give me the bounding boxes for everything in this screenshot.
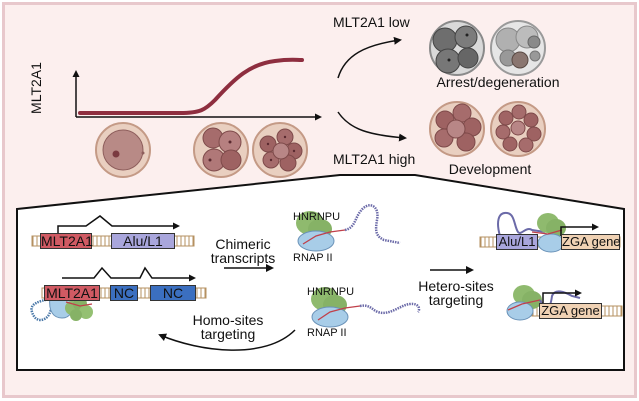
gene-alu-l1-target-1: Alu/L1 (496, 234, 538, 250)
branch-high-label: MLT2A1 high (333, 151, 416, 167)
complex-1 (296, 204, 401, 252)
hetero-label-2: targeting (428, 292, 484, 308)
arrow-to-high (337, 111, 407, 142)
rna-tail-1 (344, 204, 401, 245)
homo-label-2: targeting (200, 326, 256, 342)
complex-1-rnap2: RNAP II (293, 252, 333, 264)
rna-tail-2 (359, 302, 421, 315)
homo-sites-arrow (158, 329, 296, 351)
embryo-4-cell (193, 122, 249, 178)
transcript-arrow-2 (62, 266, 196, 282)
branch-low-label: MLT2A1 low (333, 14, 410, 30)
plot-ylabel: MLT2A1 (28, 62, 44, 114)
complex-1-hnrnpu: HNRNPU (293, 211, 341, 223)
embryo-zygote (95, 122, 151, 178)
gene-nc-2-construct-2: NC (150, 285, 196, 301)
chimeric-label-1: Chimeric (215, 236, 271, 252)
gene-zga-target-2: ZGA gene (539, 303, 602, 319)
embryo-developing-2 (490, 101, 546, 157)
zoom-panel (16, 174, 625, 371)
outcome-high-label: Development (448, 161, 532, 177)
tss-arrow-target-1 (560, 223, 599, 236)
embryo-arrested-1 (429, 20, 485, 76)
chimeric-rna-homo (65, 301, 93, 307)
complex-2-rnap2: RNAP II (307, 327, 347, 339)
complex-target-2 (506, 285, 542, 321)
chimeric-label-2: transcripts (210, 250, 276, 266)
expression-plot (72, 57, 322, 121)
transcript-arrow-1 (57, 215, 180, 236)
gene-mlt2a1-construct-1: MLT2A1 (40, 233, 93, 249)
target-1-rna (497, 211, 546, 237)
gene-nc-1-construct-2: NC (110, 285, 138, 301)
embryo-arrested-2 (490, 20, 546, 76)
embryo-8-cell (252, 122, 308, 178)
gene-zga-target-1: ZGA gene (561, 234, 621, 250)
arrow-to-low (337, 36, 402, 79)
gene-alu-l1-construct-1: Alu/L1 (111, 233, 175, 249)
tss-arrow-target-2 (542, 289, 582, 306)
complex-2-hnrnpu: HNRNPU (307, 286, 355, 298)
homo-label-1: Homo-sites (192, 312, 264, 328)
outcome-low-label: Arrest/degeneration (436, 74, 560, 90)
hetero-label-1: Hetero-sites (418, 278, 494, 294)
gene-mlt2a1-construct-2: MLT2A1 (44, 285, 100, 301)
mlt2a1-expression-curve (78, 57, 304, 115)
complex-2 (311, 287, 421, 328)
embryo-developing-1 (429, 101, 485, 157)
